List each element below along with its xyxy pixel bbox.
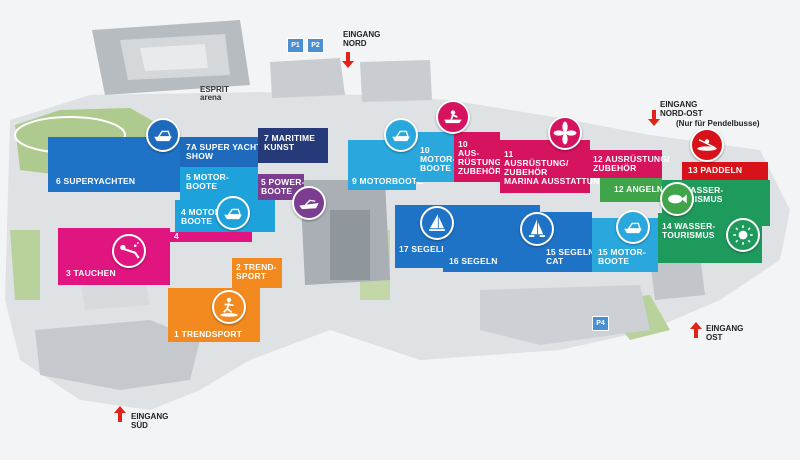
parking-p1-badge[interactable]: P1 xyxy=(287,38,304,53)
parking-p4-badge[interactable]: P4 xyxy=(592,316,609,331)
motorboat-icon xyxy=(616,210,650,244)
powerboat-icon xyxy=(292,186,326,220)
parking-deck xyxy=(360,60,432,102)
surfer-icon xyxy=(212,290,246,324)
hall-label: 6 SUPERYACHTEN xyxy=(56,176,136,186)
hall-label: 5 POWER- BOOTE xyxy=(261,177,305,196)
arena-label: ESPRIT arena xyxy=(200,85,229,102)
parking-p2-badge[interactable]: P2 xyxy=(307,38,324,53)
hall-label: 4 xyxy=(174,231,179,241)
hall-label: 7 MARITIME KUNST xyxy=(264,133,316,152)
hall-label: 10 MOTOR- BOOTE xyxy=(420,145,456,173)
hall-13-paddeln[interactable]: 13 PADDELN xyxy=(682,162,768,180)
south-building xyxy=(35,320,200,390)
arrow-up-icon xyxy=(114,406,126,422)
hall-10-ausruestung[interactable]: 10 AUS- RÜSTUNG/ ZUBEHÖR xyxy=(454,132,504,182)
hall-11[interactable]: 11 AUSRÜSTUNG/ ZUBEHÖR MARINA AUSSTATTUN… xyxy=(500,140,606,193)
sun-icon xyxy=(726,218,760,252)
hall-label: 5 MOTOR- BOOTE xyxy=(186,172,230,191)
arrow-down-icon xyxy=(648,110,660,126)
hall-label: 4 MOTOR- BOOTE xyxy=(181,207,225,226)
east-building xyxy=(650,255,705,300)
entrance-nordost-note: (Nur für Pendelbusse) xyxy=(676,119,760,128)
arrow-up-icon xyxy=(690,322,702,338)
hall-7[interactable]: 7 MARITIME KUNST xyxy=(258,128,328,163)
entrance-nordost-label: EINGANG NORD-OST xyxy=(660,100,703,118)
hall-label: 13 PADDELN xyxy=(688,165,743,175)
hall-label: 15 MOTOR- BOOTE xyxy=(598,247,646,266)
catamaran-icon xyxy=(520,212,554,246)
hall-label: 7a SUPER YACHT SHOW xyxy=(186,142,262,161)
motorboat-icon xyxy=(146,118,180,152)
hall-7a[interactable]: 7a SUPER YACHT SHOW xyxy=(180,137,262,167)
hall-2[interactable]: 2 TREND- SPORT xyxy=(232,258,282,288)
fish-icon xyxy=(660,182,694,216)
hall-label: 16 SEGELN xyxy=(449,256,498,266)
hall-label: 2 TREND- SPORT xyxy=(236,262,277,281)
motorboat-icon xyxy=(384,118,418,152)
hall-label: 11 AUSRÜSTUNG/ ZUBEHÖR MARINA AUSSTATTUN… xyxy=(504,149,607,186)
propeller-icon xyxy=(548,116,582,150)
east-plaza xyxy=(480,285,650,345)
hall-label: 12 AUSRÜSTUNG/ ZUBEHÖR xyxy=(593,154,670,173)
hall-label: 10 AUS- RÜSTUNG/ ZUBEHÖR xyxy=(458,139,504,176)
entrance-nord-label: EINGANG NORD xyxy=(343,30,381,48)
kayak-icon xyxy=(690,128,724,162)
parking-deck xyxy=(270,58,345,98)
arrow-down-icon xyxy=(342,52,354,68)
hall-label: 14 WASSER- TOURISMUS xyxy=(662,221,716,240)
green-area xyxy=(10,230,40,300)
congress-tower xyxy=(330,210,370,280)
hall-label: 12 ANGELN xyxy=(614,184,664,194)
hall-10[interactable]: 10 MOTOR- BOOTE xyxy=(416,132,456,182)
hall-label: 15 SEGELN/ CAT xyxy=(546,247,598,266)
entrance-ost-label: EINGANG OST xyxy=(706,324,744,342)
hall-label: 3 TAUCHEN xyxy=(66,268,116,278)
hall-12-ausruestung[interactable]: 12 AUSRÜSTUNG/ ZUBEHÖR xyxy=(590,150,669,178)
hall-4-south[interactable]: 4 xyxy=(170,232,252,242)
hall-12[interactable]: 12 ANGELN xyxy=(600,178,664,202)
sailboat-icon xyxy=(420,206,454,240)
hall-5[interactable]: 5 MOTOR- BOOTE xyxy=(180,167,258,200)
motorboat-icon xyxy=(216,196,250,230)
hall-label: 9 MOTORBOOTE xyxy=(352,176,424,186)
hall-label: 17 SEGELN xyxy=(399,244,448,254)
arena-pitch xyxy=(140,44,208,71)
jetski-icon xyxy=(436,100,470,134)
south-roof xyxy=(80,280,150,310)
entrance-sued-label: EINGANG SÜD xyxy=(131,412,169,430)
diver-icon xyxy=(112,234,146,268)
hall-label: 1 TRENDSPORT xyxy=(174,329,243,339)
